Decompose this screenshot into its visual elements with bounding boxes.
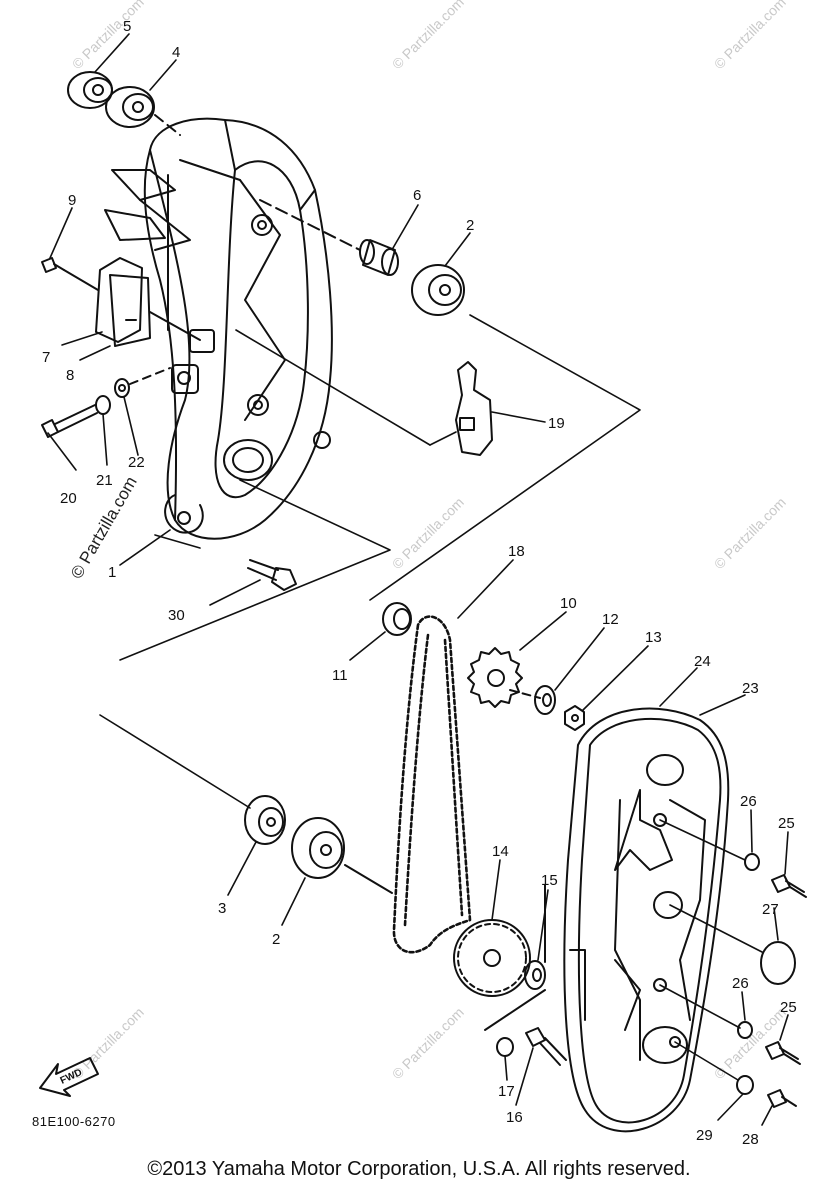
callout-26-lower: 26	[732, 975, 749, 992]
part-3-bearing	[244, 795, 286, 845]
callout-18: 18	[508, 543, 525, 560]
callout-20: 20	[60, 490, 77, 507]
callout-14: 14	[492, 843, 509, 860]
part-4-bearing	[105, 86, 155, 128]
part-25-bolt-lower	[765, 1041, 801, 1065]
callout-22: 22	[128, 454, 145, 471]
part-14-driven-sprocket	[453, 919, 531, 997]
watermark: © Partzilla.com	[711, 494, 789, 572]
callout-5: 5	[123, 18, 131, 35]
callout-30: 30	[168, 607, 185, 624]
part-25-bolt-upper	[771, 874, 807, 898]
callout-9: 9	[68, 192, 76, 209]
callout-4: 4	[172, 44, 180, 61]
part-7-pad-plate	[95, 257, 143, 343]
part-8-pad-lining	[109, 274, 151, 347]
part-10-drive-sprocket	[467, 647, 523, 708]
callout-16: 16	[506, 1109, 523, 1126]
part-12-washer	[534, 685, 556, 715]
callout-3: 3	[218, 900, 226, 917]
part-9-screw	[41, 257, 65, 273]
part-29-washer	[736, 1075, 754, 1095]
callout-1: 1	[108, 564, 116, 581]
watermark: © Partzilla.com	[711, 0, 789, 72]
callout-6: 6	[413, 187, 421, 204]
part-5-bearing	[67, 71, 113, 109]
callout-2-upper: 2	[466, 217, 474, 234]
callout-28: 28	[742, 1131, 759, 1148]
callout-2-lower: 2	[272, 931, 280, 948]
callout-29: 29	[696, 1127, 713, 1144]
part-1-chain-case-housing	[104, 117, 333, 540]
part-28-bolt	[767, 1089, 797, 1108]
part-18-drive-chain	[392, 615, 472, 954]
watermark: © Partzilla.com	[389, 494, 467, 572]
part-16-bolt	[525, 1027, 567, 1066]
callout-11: 11	[332, 667, 348, 684]
part-11-collar	[382, 602, 412, 636]
part-21-lock-washer	[95, 395, 111, 415]
part-27-plug	[760, 941, 796, 985]
part-2-bearing-lower	[291, 817, 345, 879]
callout-19: 19	[548, 415, 565, 432]
alignment-lines-cover	[659, 819, 763, 1081]
part-22-washer	[114, 378, 130, 398]
callout-12: 12	[602, 611, 619, 628]
part-23-chain-case-cover	[577, 717, 722, 1124]
side-watermark: © Partzilla.com	[67, 473, 141, 582]
part-20-bolt	[41, 404, 98, 438]
copyright-notice: ©2013 Yamaha Motor Corporation, U.S.A. A…	[147, 1158, 691, 1180]
part-26-washer-upper	[744, 853, 760, 871]
diagram-code: 81E100-6270	[32, 1114, 116, 1129]
part-13-nut	[564, 705, 585, 731]
callout-13: 13	[645, 629, 662, 646]
callout-27: 27	[762, 901, 779, 918]
leader-lines	[47, 33, 789, 1126]
callout-15: 15	[541, 872, 558, 889]
callout-17: 17	[498, 1083, 515, 1100]
watermark: © Partzilla.com	[389, 1004, 467, 1082]
alignment-lines-upper	[119, 314, 641, 661]
callout-21: 21	[96, 472, 113, 489]
callout-25-lower: 25	[780, 999, 797, 1016]
callout-7: 7	[42, 349, 50, 366]
part-17-washer	[496, 1037, 514, 1057]
part-15-washer	[524, 960, 546, 990]
watermark: © Partzilla.com	[389, 0, 467, 72]
part-24-gasket	[563, 707, 730, 1133]
part-19-tensioner-shoe	[455, 361, 493, 456]
callout-labels: 5 4 9 7 8 20 21 22 1 30 6 2 19 18 10 11 …	[42, 18, 797, 1148]
callout-8: 8	[66, 367, 74, 384]
watermark: © Partzilla.com	[69, 0, 147, 72]
callout-25-upper: 25	[778, 815, 795, 832]
part-2-bearing-upper	[411, 264, 465, 316]
callout-10: 10	[560, 595, 577, 612]
part-30-bolt	[247, 559, 297, 591]
callout-24: 24	[694, 653, 711, 670]
callout-26-upper: 26	[740, 793, 757, 810]
part-6-collar	[359, 239, 399, 276]
callout-23: 23	[742, 680, 759, 697]
part-26-washer-lower	[737, 1021, 753, 1039]
exploded-parts-diagram: © Partzilla.com © Partzilla.com © Partzi…	[39, 0, 807, 1148]
